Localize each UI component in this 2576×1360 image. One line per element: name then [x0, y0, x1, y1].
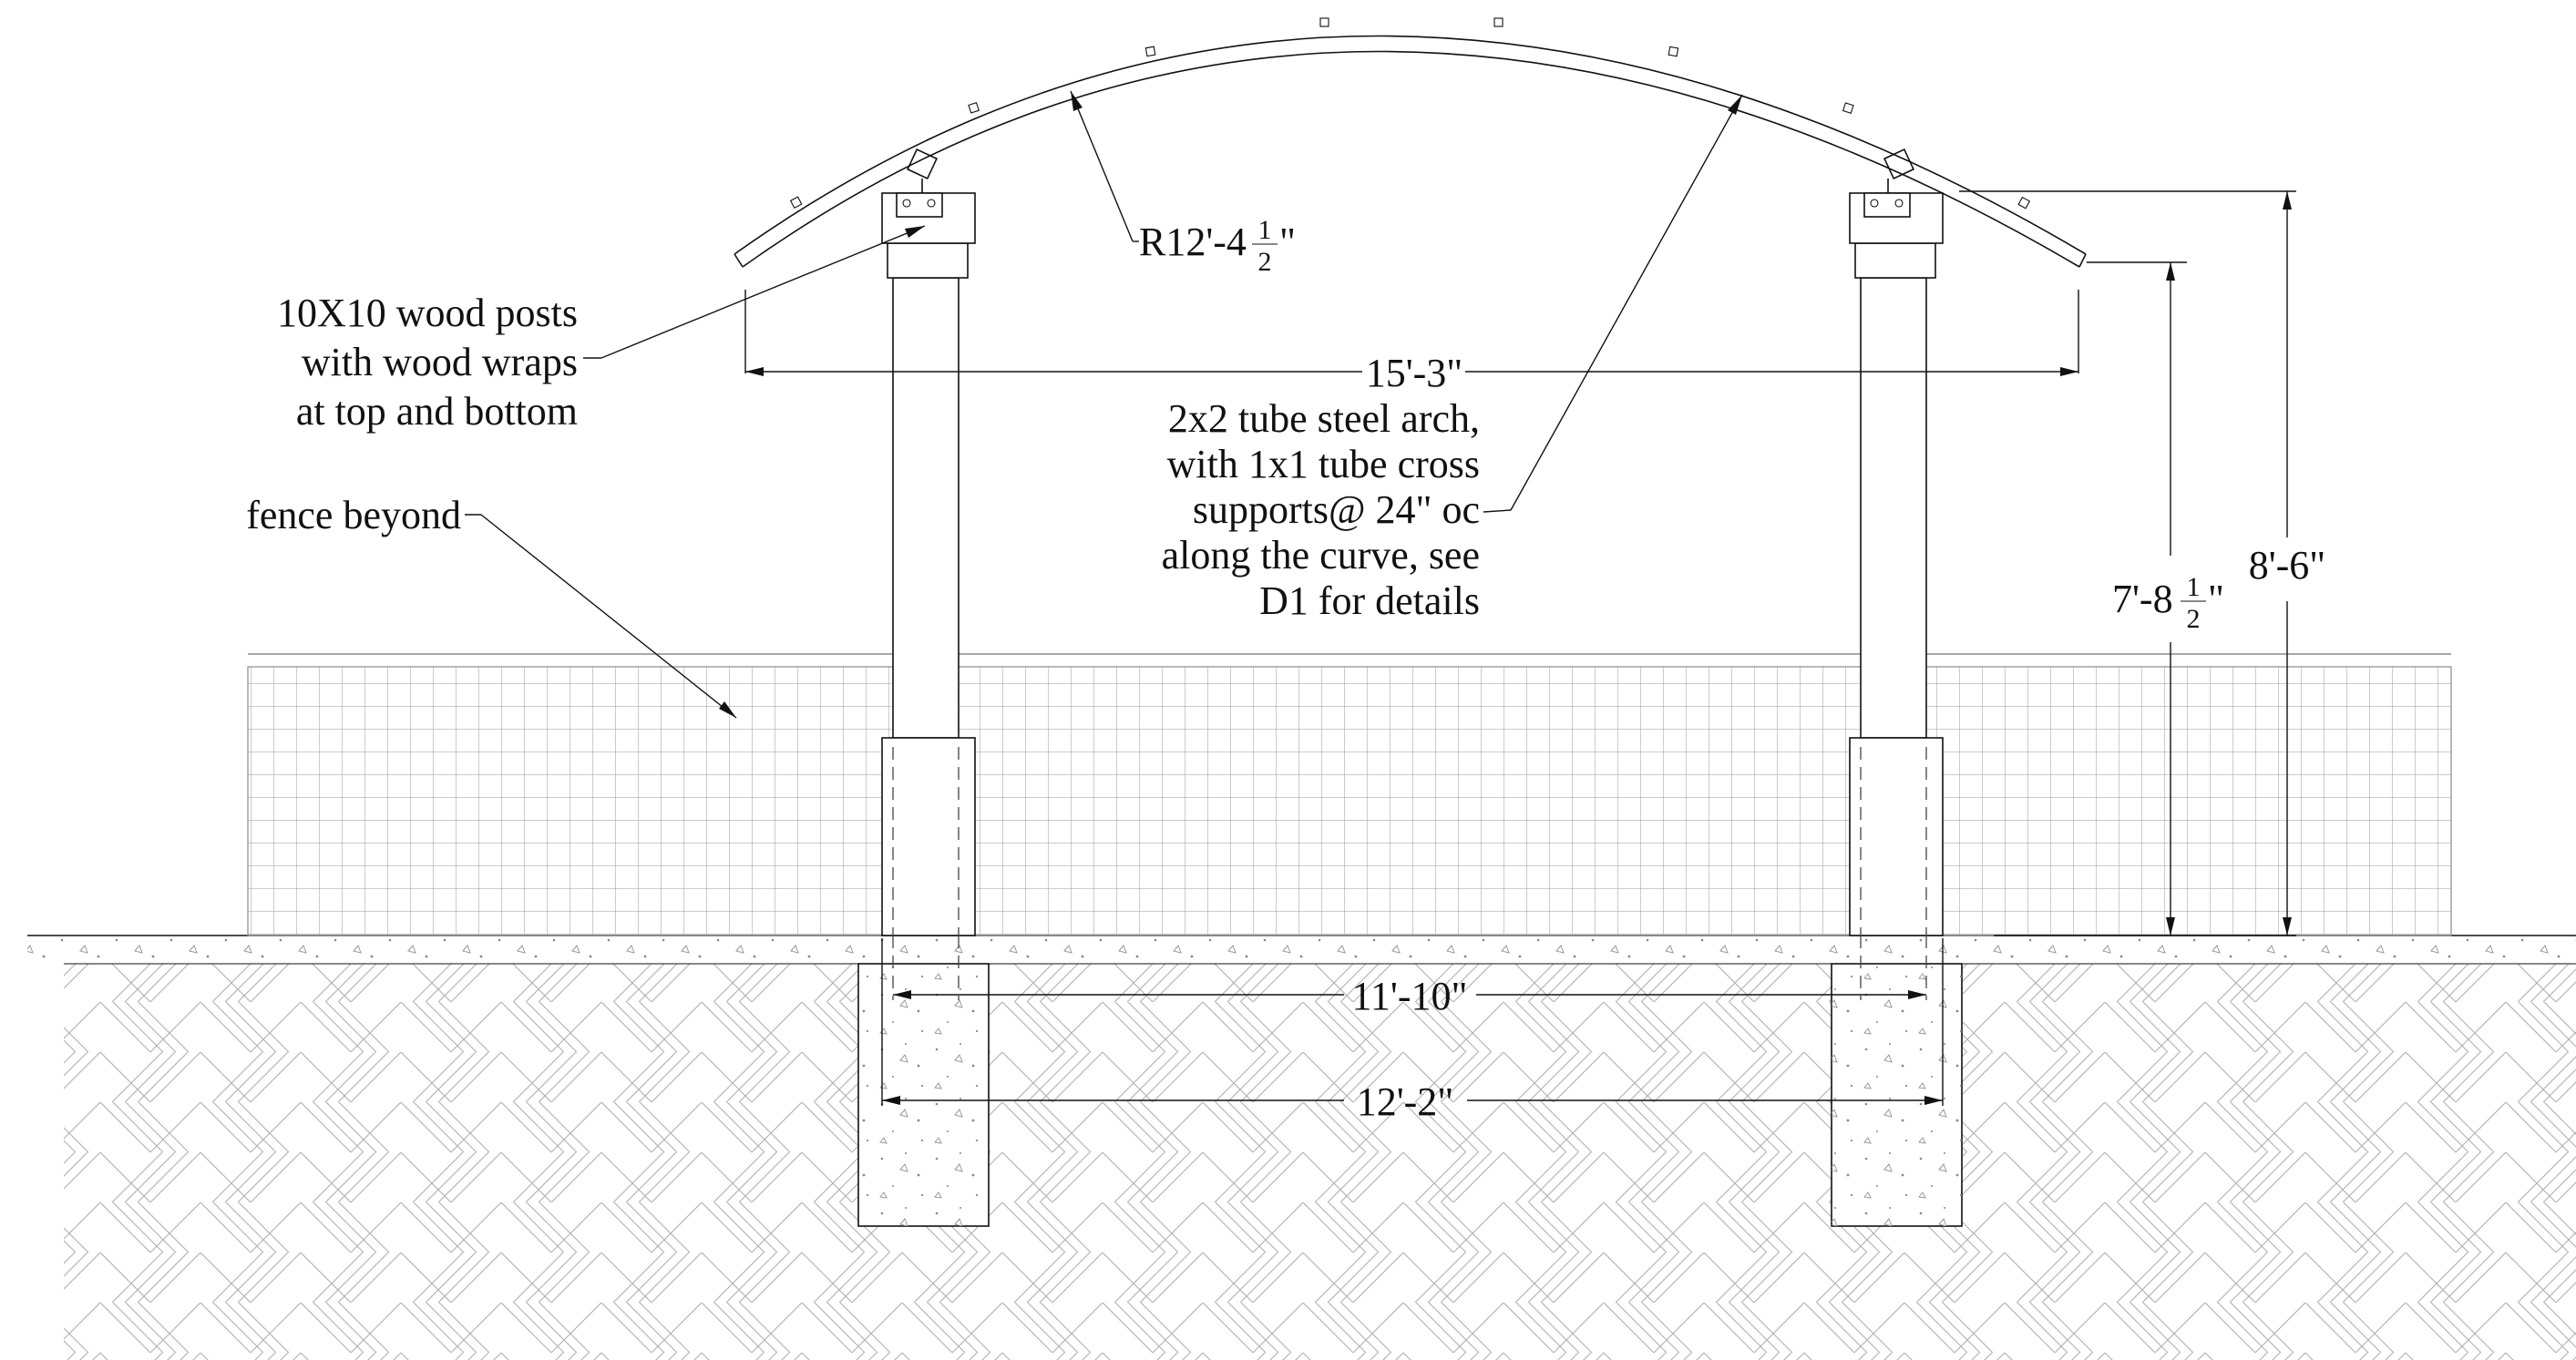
fence: [247, 653, 2452, 936]
arch-cross-support: [1668, 46, 1679, 57]
arch-note-line-5: D1 for details: [1259, 578, 1480, 623]
posts-note-line-1: 10X10 wood posts: [277, 291, 578, 335]
dimension-height-b: [1959, 190, 2296, 936]
steel-arch: [734, 17, 2087, 268]
arch-note-line-4: along the curve, see: [1162, 533, 1480, 578]
radius-frac-num: 1: [1258, 215, 1272, 245]
arch-cross-support: [968, 101, 980, 114]
ground: [27, 935, 2576, 1360]
post-right-top-wrap: [1854, 242, 1936, 279]
post-right: [1849, 148, 1944, 1000]
fence-mesh: [247, 666, 2452, 936]
span-footings-label: 12'-2": [1357, 1079, 1454, 1124]
posts-note-line-2: with wood wraps: [302, 340, 578, 384]
arch-cross-support: [1842, 102, 1854, 114]
arch-cross-support: [789, 196, 803, 210]
arch-note-line-3: supports@ 24" oc: [1193, 487, 1480, 532]
dimension-footings: [881, 938, 1944, 1106]
footings: [857, 963, 1963, 1227]
post-left: [881, 148, 976, 1000]
posts-note-leader: [583, 225, 926, 359]
arch-note-line-1: 2x2 tube steel arch,: [1168, 396, 1480, 441]
dimension-posts-inner: [893, 990, 1926, 999]
arch-cross-support: [1493, 17, 1504, 27]
span-posts-inner-label: 11'-10": [1352, 974, 1468, 1018]
arch-cross-support: [1144, 46, 1156, 57]
posts-note-line-3: at top and bottom: [296, 389, 578, 434]
dimension-span-top: [744, 290, 2079, 376]
arch-note-line-2: with 1x1 tube cross: [1167, 442, 1480, 486]
span-top-label: 15'-3": [1366, 351, 1463, 395]
height-a-frac-num: 1: [2187, 572, 2201, 602]
height-a-frac-den: 2: [2187, 604, 2201, 634]
radius-leader: [1070, 90, 1139, 242]
post-left-top-wrap: [887, 242, 969, 279]
radius-label: R12'-4: [1139, 220, 1247, 264]
radius-suffix: ": [1279, 220, 1296, 264]
dimension-height-a: [2087, 261, 2187, 936]
post-right-bottom-wrap: [1849, 737, 1944, 936]
arch-cross-support: [1319, 17, 1329, 27]
grade-strip: [27, 936, 2576, 964]
post-right-clip: [1883, 148, 1915, 180]
earth-hatch: [64, 964, 2576, 1360]
height-b-label: 8'-6": [2249, 543, 2326, 588]
fence-note-label: fence beyond: [246, 493, 461, 537]
post-left-bottom-wrap: [881, 737, 976, 936]
height-a-label: 7'-8: [2112, 577, 2173, 621]
fence-note-leader: [465, 514, 737, 719]
arch-cross-support: [2017, 196, 2031, 210]
height-a-suffix: ": [2208, 577, 2224, 621]
radius-frac-den: 2: [1258, 247, 1272, 277]
arch-note-leader: [1483, 94, 1743, 513]
